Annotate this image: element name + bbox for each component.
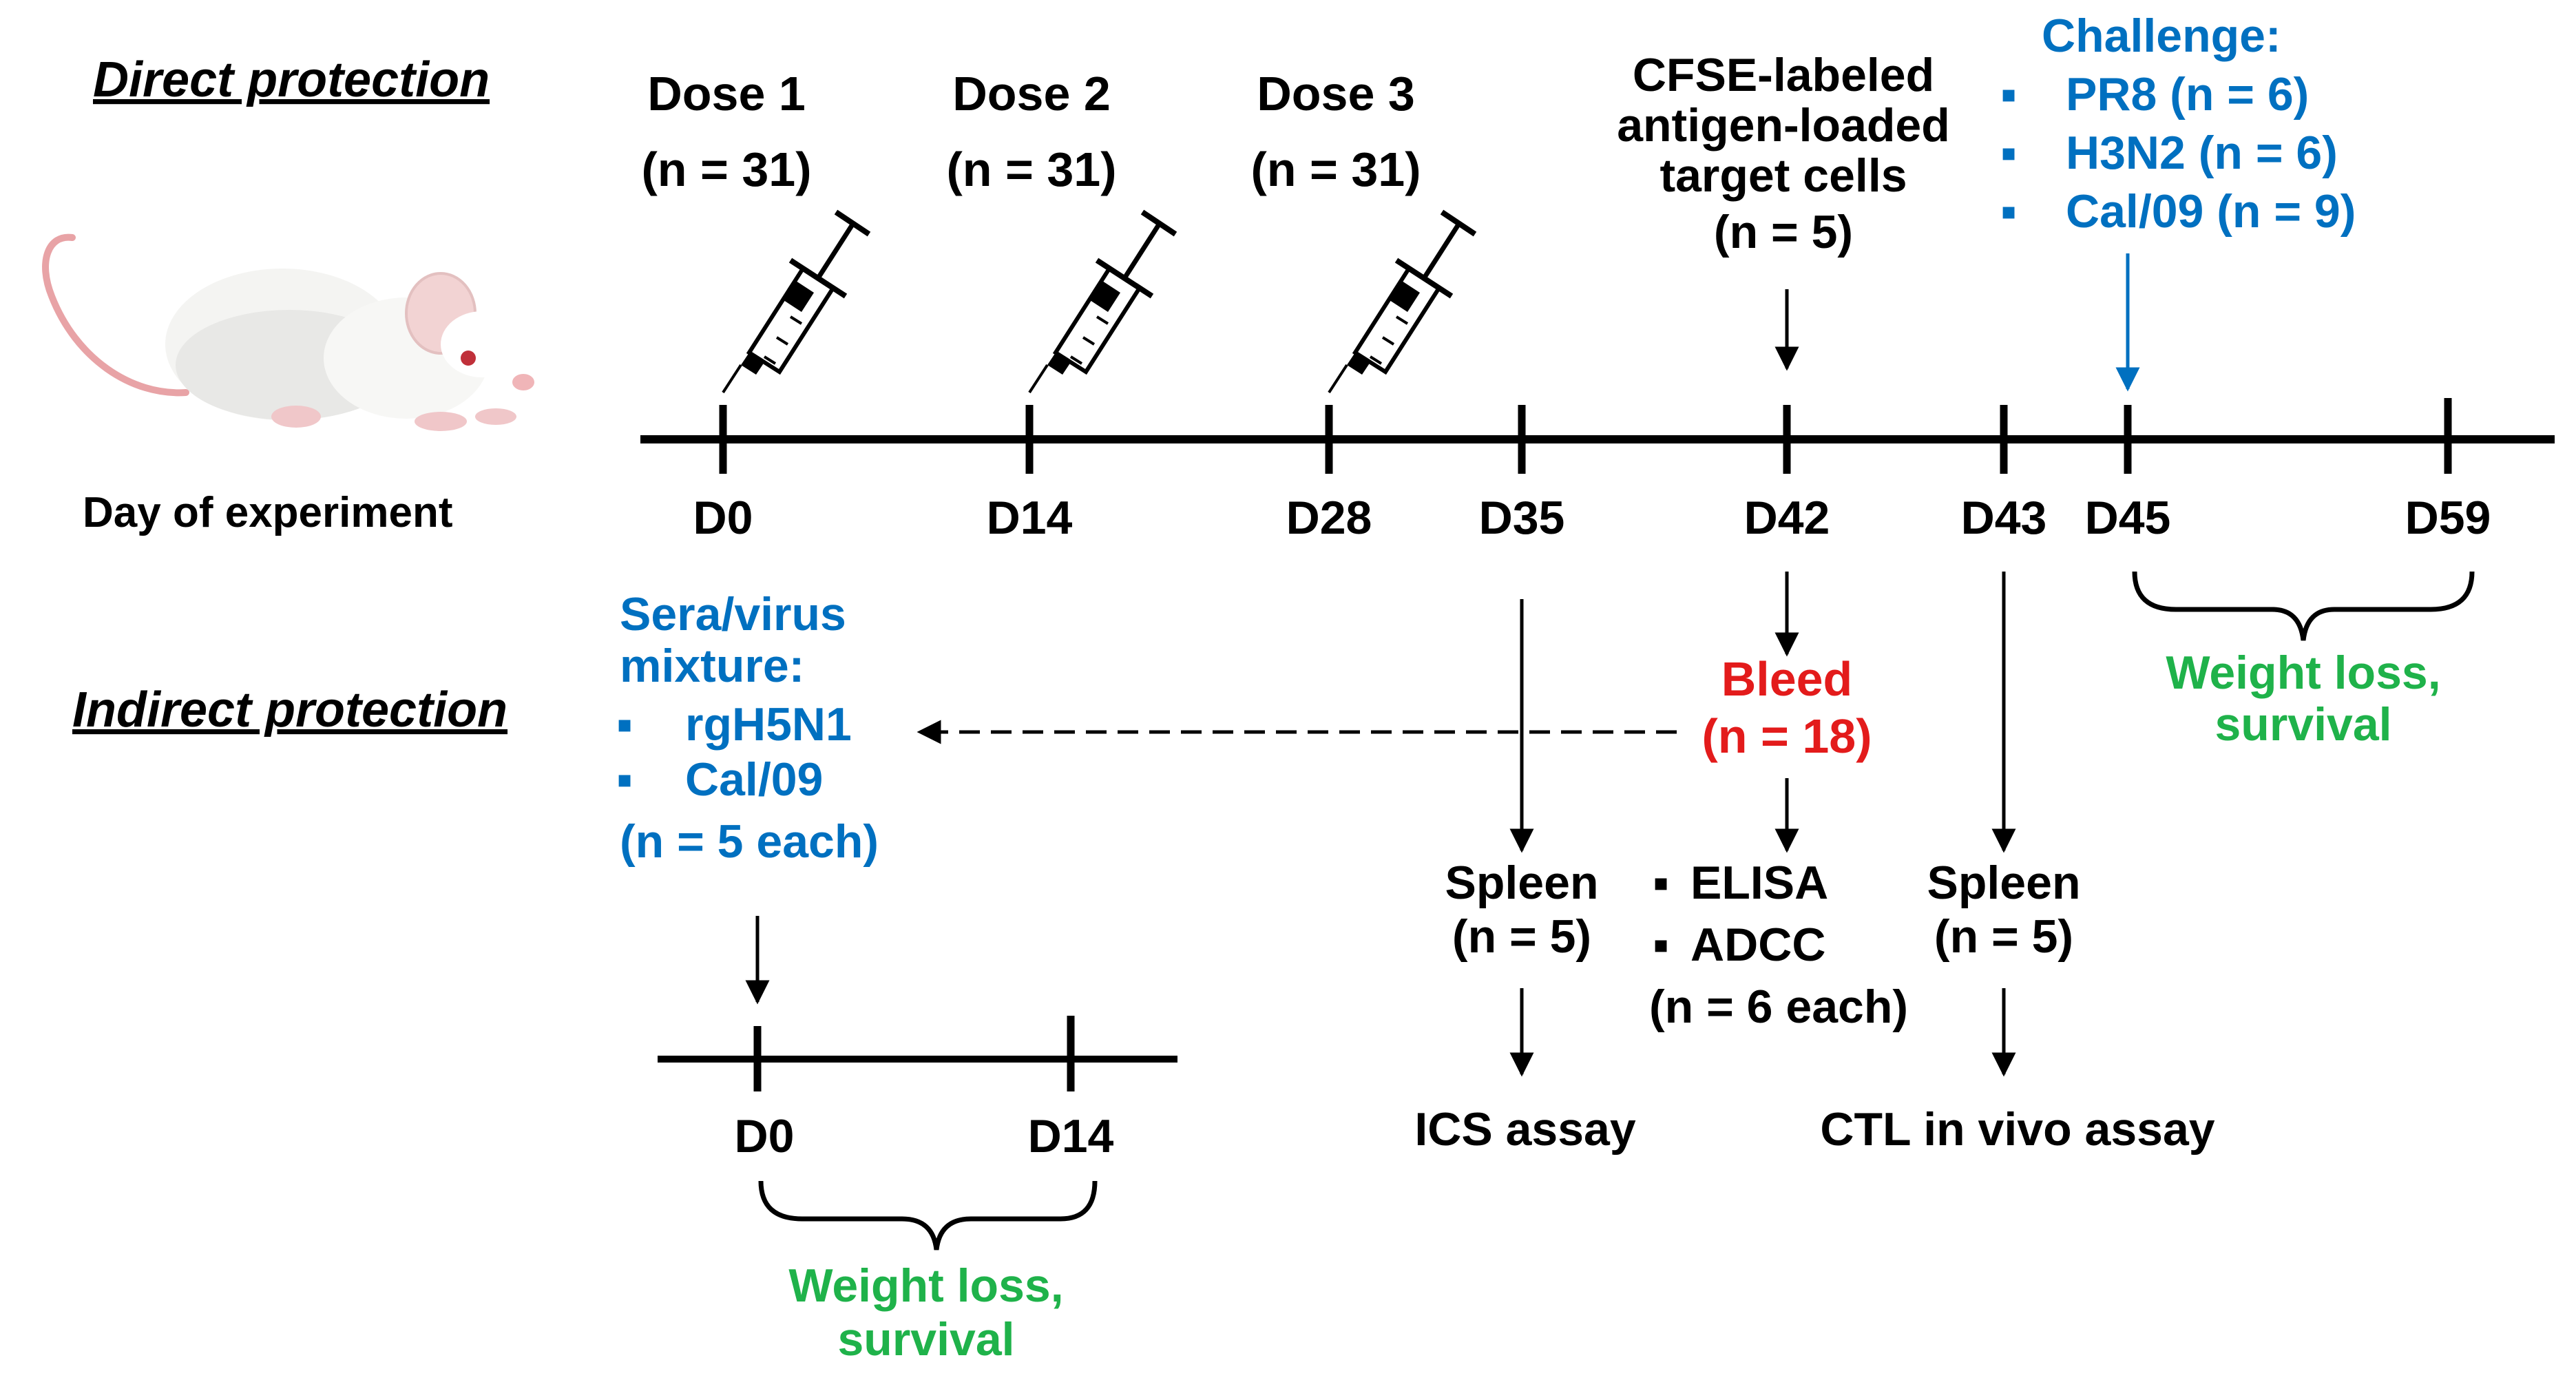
day-label-d0: D0 [693,492,753,544]
cfse-n: (n = 5) [1714,206,1853,258]
dose-1-title: Dose 1 [647,67,806,121]
bleed-title: Bleed [1721,652,1853,706]
dose-2-title: Dose 2 [952,67,1111,121]
day-label-d43: D43 [1961,492,2047,544]
dose-3-n: (n = 31) [1250,143,1421,196]
indirect-day-label-d0: D0 [735,1110,795,1162]
elisa-bullet-2: ▪ [1653,919,1669,971]
sera-line-1: Sera/virus [620,588,846,640]
ics-assay-label: ICS assay [1414,1103,1636,1156]
indirect-day-label-d14: D14 [1028,1110,1114,1162]
syringe-icon-dose-2 [1029,212,1175,393]
day-label-d35: D35 [1479,492,1565,544]
spleen-left-title: Spleen [1445,857,1599,909]
day-label-d59: D59 [2405,492,2491,544]
indirect-weight-loss-line-2: survival [837,1313,1014,1366]
cfse-line-2: antigen-loaded [1617,99,1950,151]
main-timeline [640,398,2555,474]
challenge-bullet-2: ▪ [2000,127,2017,179]
indirect-weight-loss-brace [758,1180,1098,1251]
day-label-d45: D45 [2085,492,2171,544]
bleed-n: (n = 18) [1701,709,1872,763]
day-label-d14: D14 [987,492,1073,544]
indirect-weight-loss-line-1: Weight loss, [788,1259,1063,1312]
elisa-bullet-1: ▪ [1653,857,1669,909]
challenge-title: Challenge: [2042,10,2281,62]
challenge-bullet-1: ▪ [2000,68,2017,121]
day-of-experiment-label: Day of experiment [83,489,453,536]
cfse-line-3: target cells [1659,149,1907,202]
challenge-item-h3n2: H3N2 (n = 6) [2066,127,2338,179]
dose-1-n: (n = 31) [641,143,811,196]
spleen-right-n: (n = 5) [1934,910,2073,963]
direct-protection-heading: Direct protection [93,52,490,107]
weight-loss-line-1: Weight loss, [2166,647,2440,699]
sera-n: (n = 5 each) [620,815,879,868]
ctl-assay-label: CTL in vivo assay [1820,1103,2214,1156]
syringe-icon-dose-3 [1329,212,1475,393]
indirect-protection-heading: Indirect protection [72,682,507,738]
mouse-illustration [42,233,534,431]
elisa-n: (n = 6 each) [1649,981,1908,1033]
spleen-right-title: Spleen [1927,857,2081,909]
adcc-item: ADCC [1690,919,1825,971]
challenge-item-pr8: PR8 (n = 6) [2066,68,2309,121]
challenge-bullet-3: ▪ [2000,185,2017,238]
cfse-line-1: CFSE-labeled [1633,49,1934,101]
sera-bullet-2: ▪ [616,753,633,806]
sera-item-rgh5n1: rgH5N1 [685,698,852,751]
dose-3-title: Dose 3 [1257,67,1415,121]
day-label-d28: D28 [1286,492,1372,544]
challenge-item-cal09: Cal/09 (n = 9) [2066,185,2356,238]
syringe-icon-dose-1 [723,212,869,393]
elisa-item: ELISA [1690,857,1828,909]
sera-line-2: mixture: [620,640,804,692]
day-label-d42: D42 [1744,492,1830,544]
sera-bullet-1: ▪ [616,698,633,751]
spleen-left-n: (n = 5) [1452,910,1591,963]
weight-loss-line-2: survival [2214,698,2391,751]
dose-2-n: (n = 31) [946,143,1116,196]
indirect-timeline [658,1016,1177,1091]
weight-loss-brace [2132,571,2475,641]
sera-item-cal09: Cal/09 [685,753,823,806]
